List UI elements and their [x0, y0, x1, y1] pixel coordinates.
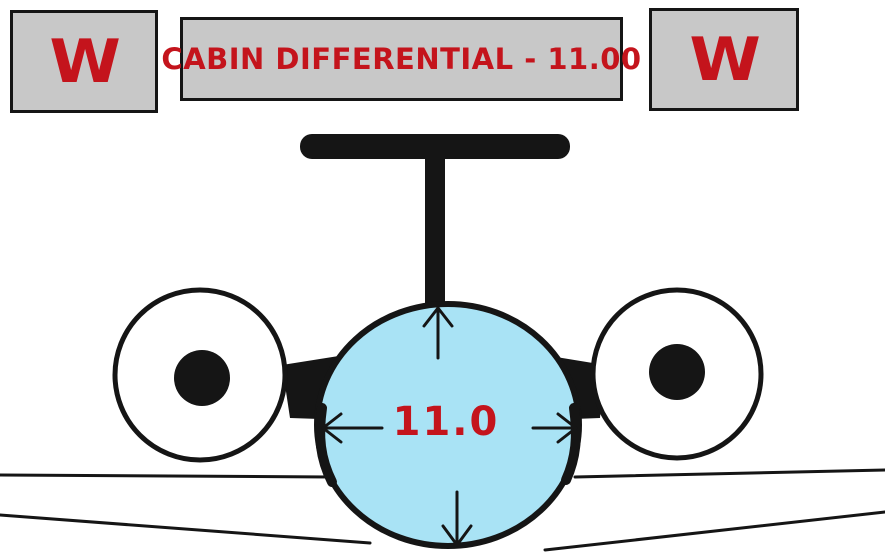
- left-warning-panel: W: [10, 10, 158, 113]
- right-warning-letter: W: [689, 30, 758, 90]
- right-engine: [593, 290, 761, 458]
- left-engine: [115, 290, 285, 460]
- tail: [300, 134, 570, 312]
- left-warning-letter: W: [49, 32, 118, 92]
- message-panel: CABIN DIFFERENTIAL - 11.00: [180, 17, 623, 101]
- cabin-differential-message: CABIN DIFFERENTIAL - 11.00: [161, 42, 641, 76]
- right-warning-panel: W: [649, 8, 799, 111]
- fuselage-pressure-value: 11.0: [386, 402, 506, 442]
